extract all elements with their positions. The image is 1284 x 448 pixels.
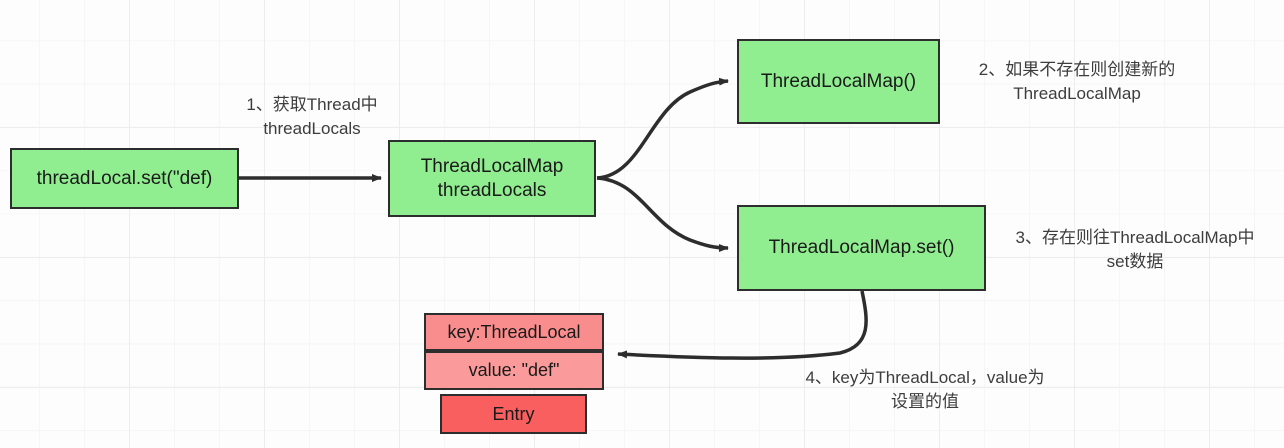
note-step-3: 3、存在则往ThreadLocalMap中 set数据 [1015, 228, 1255, 272]
node-threadlocal-set-label: threadLocal.set("def) [36, 167, 213, 189]
note-step-1: 1、获取Thread中 threadLocals [246, 95, 378, 139]
node-threadlocal-set[interactable]: threadLocal.set("def) [10, 148, 239, 209]
node-threadlocalmap-set[interactable]: ThreadLocalMap.set() [737, 205, 986, 291]
node-threadlocals[interactable]: ThreadLocalMap threadLocals [388, 140, 596, 217]
node-entry-value[interactable]: value: "def" [424, 351, 604, 390]
node-threadlocals-label: ThreadLocalMap threadLocals [420, 155, 564, 201]
edge-threadlocals-to-map-set [596, 176, 729, 252]
node-entry-key[interactable]: key:ThreadLocal [424, 313, 604, 351]
node-entry-label: Entry [492, 403, 535, 424]
node-entry-key-label: key:ThreadLocal [447, 321, 581, 342]
edge-threadlocals-to-map-ctor [596, 77, 729, 180]
node-threadlocalmap-set-label: ThreadLocalMap.set() [768, 237, 955, 259]
note-step-4: 4、key为ThreadLocal，value为 设置的值 [805, 368, 1045, 412]
note-step-2: 2、如果不存在则创建新的 ThreadLocalMap [978, 60, 1176, 104]
node-threadlocalmap-constructor-label: ThreadLocalMap() [760, 70, 917, 92]
node-entry-value-label: value: "def" [468, 360, 560, 381]
node-threadlocalmap-constructor[interactable]: ThreadLocalMap() [737, 39, 940, 124]
node-entry[interactable]: Entry [440, 394, 587, 434]
edge-map-set-to-entry [617, 290, 868, 360]
